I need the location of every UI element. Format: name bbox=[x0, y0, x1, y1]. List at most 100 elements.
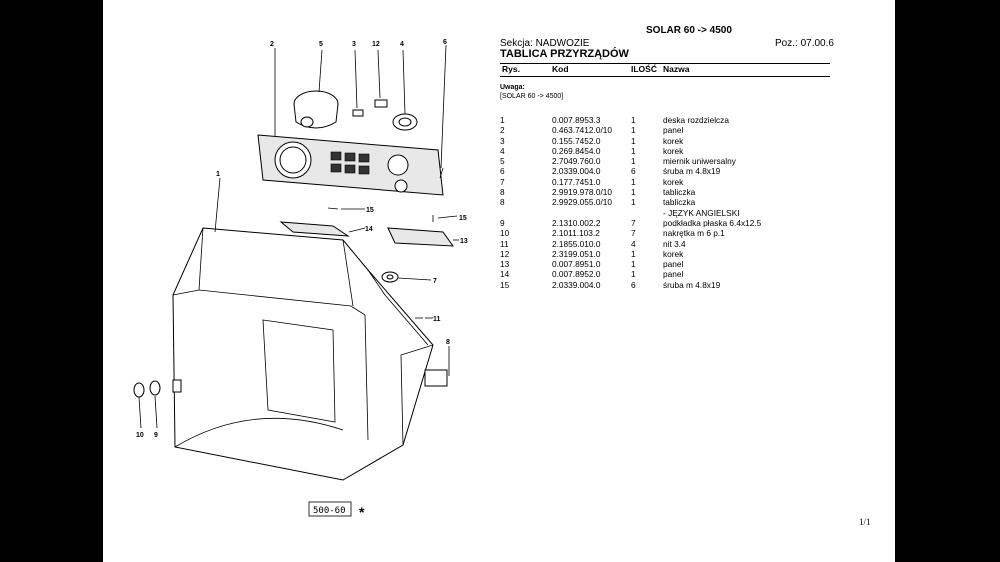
callout-12: 12 bbox=[372, 41, 380, 48]
cell-name: nit 3.4 bbox=[663, 238, 686, 249]
cell-ref: 3 bbox=[500, 135, 505, 146]
cell-qty: 1 bbox=[631, 135, 636, 146]
cell-ref: 4 bbox=[500, 145, 505, 156]
table-row: - JĘZYK ANGIELSKI bbox=[500, 208, 840, 218]
cell-qty: 1 bbox=[631, 145, 636, 156]
table-row: 14 0.007.8952.0 1 panel bbox=[500, 269, 840, 279]
page-number: 1/1 bbox=[859, 517, 871, 527]
callout-13: 13 bbox=[460, 238, 468, 245]
cell-qty: 7 bbox=[631, 217, 636, 228]
table-row: 2 0.463.7412.0/10 1 panel bbox=[500, 125, 840, 135]
table-row: 11 2.1855.010.0 4 nit 3.4 bbox=[500, 239, 840, 249]
cell-ref: 11 bbox=[500, 238, 509, 249]
cell-name: podkładka płaska 6.4x12.5 bbox=[663, 217, 762, 228]
cell-ref: 7 bbox=[500, 176, 505, 187]
cell-ref: 8 bbox=[500, 197, 505, 208]
model-title: SOLAR 60 -> 4500 bbox=[646, 25, 732, 36]
cell-qty: 1 bbox=[631, 269, 636, 280]
callout-10: 10 bbox=[136, 432, 144, 439]
cell-name: - JĘZYK ANGIELSKI bbox=[663, 207, 740, 218]
page-title: TABLICA PRZYRZĄDÓW bbox=[500, 48, 629, 60]
cell-ref: 5 bbox=[500, 156, 505, 167]
cell-qty: 1 bbox=[631, 259, 636, 270]
callout-5: 5 bbox=[319, 41, 323, 48]
table-row: 1 0.007.8953.3 1 deska rozdzielcza bbox=[500, 115, 840, 125]
cell-name: panel bbox=[663, 125, 684, 136]
cell-name: śruba m 4.8x19 bbox=[663, 279, 721, 290]
cell-ref: 8 bbox=[500, 187, 505, 198]
col-qty: ILOŚĆ bbox=[631, 64, 657, 74]
cell-qty: 4 bbox=[631, 238, 636, 249]
callout-2: 2 bbox=[270, 41, 274, 48]
cell-qty: 1 bbox=[631, 115, 636, 125]
cell-ref: 14 bbox=[500, 269, 510, 280]
figure-code: 500-60 bbox=[313, 506, 346, 516]
cell-name: korek bbox=[663, 248, 684, 259]
document-page: 2 5 3 12 4 6 1 15 15 14 13 7 11 8 10 9 5… bbox=[103, 0, 895, 562]
housing-shape bbox=[172, 227, 434, 481]
cell-code: 0.007.8953.3 bbox=[552, 115, 601, 125]
cell-code: 2.9919.978.0/10 bbox=[552, 187, 612, 198]
cell-code: 2.9929.055.0/10 bbox=[552, 197, 612, 208]
parts-table: 1 0.007.8953.3 1 deska rozdzielcza 2 0.463.74… bbox=[500, 115, 840, 290]
cell-name: korek bbox=[663, 145, 684, 156]
cell-name: panel bbox=[663, 269, 684, 280]
callout-4: 4 bbox=[400, 41, 404, 48]
asterisk-mark: * bbox=[359, 504, 365, 520]
table-row: 8 2.9929.055.0/10 1 tabliczka bbox=[500, 197, 840, 207]
note-text: [SOLAR 60 -> 4500] bbox=[500, 93, 564, 100]
cell-code: 2.7049.760.0 bbox=[552, 156, 601, 167]
callout-1: 1 bbox=[216, 171, 220, 178]
col-name: Nazwa bbox=[663, 64, 690, 74]
cell-qty: 1 bbox=[631, 125, 636, 136]
callout-7: 7 bbox=[433, 278, 437, 285]
table-row: 3 0.155.7452.0 1 korek bbox=[500, 136, 840, 146]
cell-code: 0.177.7451.0 bbox=[552, 176, 601, 187]
cell-ref: 12 bbox=[500, 248, 510, 259]
section-label: Sekcja: NADWOZIE bbox=[500, 38, 590, 49]
cell-code: 2.1855.010.0 bbox=[552, 238, 601, 249]
cell-ref: 6 bbox=[500, 166, 505, 177]
col-ref: Rys. bbox=[502, 64, 520, 74]
cell-name: tabliczka bbox=[663, 187, 696, 198]
cell-name: korek bbox=[663, 176, 684, 187]
cell-code: 2.1011.103.2 bbox=[552, 228, 600, 239]
cell-code: 0.155.7452.0 bbox=[552, 135, 601, 146]
cell-ref: 15 bbox=[500, 279, 510, 290]
cell-code: 2.1310.002.2 bbox=[552, 217, 601, 228]
cell-qty: 1 bbox=[631, 176, 636, 187]
callout-15b: 15 bbox=[459, 215, 467, 222]
cell-code: 0.269.8454.0 bbox=[552, 145, 601, 156]
cell-ref: 1 bbox=[500, 115, 505, 125]
cell-code: 2.0339.004.0 bbox=[552, 166, 601, 177]
cell-code: 0.007.8951.0 bbox=[552, 259, 601, 270]
cell-code: 0.463.7412.0/10 bbox=[552, 125, 612, 136]
cell-qty: 7 bbox=[631, 228, 636, 239]
cell-qty: 6 bbox=[631, 166, 636, 177]
cell-name: miernik uniwersalny bbox=[663, 156, 736, 167]
callout-6: 6 bbox=[443, 39, 447, 46]
table-header: Rys. Kod ILOŚĆ Nazwa bbox=[500, 63, 830, 77]
cell-ref: 2 bbox=[500, 125, 505, 136]
callout-8: 8 bbox=[446, 339, 450, 346]
cell-qty: 1 bbox=[631, 197, 636, 208]
cell-name: śruba m 4.8x19 bbox=[663, 166, 721, 177]
col-code: Kod bbox=[552, 64, 569, 74]
cell-code: 2.3199.051.0 bbox=[552, 248, 601, 259]
cell-qty: 1 bbox=[631, 248, 636, 259]
cell-code: 0.007.8952.0 bbox=[552, 269, 601, 280]
callout-11: 11 bbox=[433, 316, 441, 323]
table-row: 4 0.269.8454.0 1 korek bbox=[500, 146, 840, 156]
table-row: 7 0.177.7451.0 1 korek bbox=[500, 177, 840, 187]
cell-qty: 6 bbox=[631, 279, 636, 290]
callout-9: 9 bbox=[154, 432, 158, 439]
cell-name: panel bbox=[663, 259, 684, 270]
cell-name: deska rozdzielcza bbox=[663, 115, 729, 125]
cell-name: korek bbox=[663, 135, 684, 146]
cell-name: tabliczka bbox=[663, 197, 696, 208]
